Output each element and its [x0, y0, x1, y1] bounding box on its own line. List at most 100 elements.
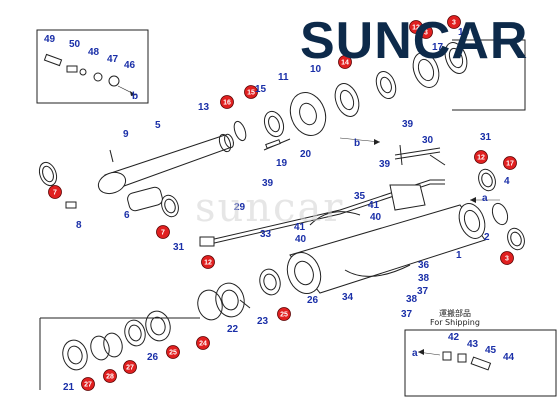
- inset-b-label: 50: [69, 39, 81, 50]
- highlight-marker: [277, 307, 291, 321]
- highlighted-part-label: 28: [103, 369, 117, 383]
- inset-b-label: 47: [107, 54, 119, 65]
- highlighted-part-label: 24: [196, 336, 210, 350]
- highlight-number: 28: [106, 374, 114, 381]
- highlight-number: 14: [341, 60, 349, 67]
- highlight-number: 7: [53, 190, 57, 197]
- highlight-marker: [123, 360, 137, 374]
- part-label: 26: [147, 352, 159, 363]
- part-label: 9: [123, 129, 129, 140]
- shipping-note: 運搬部品 For Shipping: [430, 309, 480, 327]
- highlighted-part-label: 3: [447, 15, 461, 29]
- highlighted-part-label: 17: [503, 156, 517, 170]
- highlighted-part-label: 25: [166, 345, 180, 359]
- part-labels-layer: 3121516314177712123252425272827591315111…: [44, 15, 517, 393]
- part-label: 37: [401, 309, 413, 320]
- brand-logo-text: SUNCAR: [300, 12, 529, 70]
- highlight-number: 12: [477, 155, 485, 162]
- inset-a-parts: [417, 349, 492, 371]
- highlight-number: 3: [452, 20, 456, 27]
- inset-b-parts: [43, 53, 137, 96]
- highlight-number: 25: [169, 350, 177, 357]
- inset-box-a: [404, 329, 557, 397]
- part-label: 31: [480, 132, 492, 143]
- highlight-marker: [500, 251, 514, 265]
- part-label: 39: [379, 159, 391, 170]
- inset-b-label: 49: [44, 34, 56, 45]
- part-label: 40: [295, 234, 307, 245]
- inset-b-label: 46: [124, 60, 136, 71]
- part-label: 33: [260, 229, 272, 240]
- highlighted-part-label: 12: [201, 255, 215, 269]
- piston-rod: [97, 133, 234, 195]
- part-label: 38: [406, 294, 418, 305]
- inset-a-label: 43: [467, 339, 479, 350]
- part-label: 30: [422, 135, 434, 146]
- part-label: 37: [417, 286, 429, 297]
- part-label: 19: [276, 158, 288, 169]
- part-label: b: [354, 138, 360, 149]
- highlighted-part-label: 27: [81, 377, 95, 391]
- highlighted-part-label: 25: [277, 307, 291, 321]
- highlight-number: 15: [247, 90, 255, 97]
- brand-logo: SUNCAR: [300, 6, 558, 76]
- highlighted-part-label: 16: [220, 95, 234, 109]
- highlighted-part-label: 3: [419, 25, 433, 39]
- part-label: 29: [234, 202, 246, 213]
- part-label: 38: [418, 273, 430, 284]
- part-label: 34: [342, 292, 354, 303]
- part-label: 22: [227, 324, 239, 335]
- inset-a-label: 45: [485, 345, 497, 356]
- part-label: 13: [198, 102, 210, 113]
- shipping-note-en: For Shipping: [430, 318, 480, 327]
- part-label: 6: [124, 210, 130, 221]
- inset-box-b: [36, 29, 149, 104]
- highlight-number: 27: [84, 382, 92, 389]
- part-label: 15: [255, 84, 267, 95]
- highlight-marker: [419, 25, 433, 39]
- highlight-marker: [81, 377, 95, 391]
- part-label: 14: [458, 27, 470, 38]
- highlighted-part-label: 14: [338, 55, 352, 69]
- top-right-frame: [452, 39, 526, 111]
- highlight-number: 27: [126, 365, 134, 372]
- part-label: 41: [368, 200, 380, 211]
- highlight-number: 24: [199, 341, 207, 348]
- part-label: 20: [300, 149, 312, 160]
- highlighted-part-label: 7: [156, 225, 170, 239]
- part-label: 31: [173, 242, 185, 253]
- rod-head-rings: [233, 42, 468, 151]
- part-label: 17: [432, 42, 444, 53]
- pipe-and-bands: [199, 137, 500, 277]
- highlight-number: 7: [161, 230, 165, 237]
- highlight-number: 17: [506, 161, 514, 168]
- part-label: 39: [402, 119, 414, 130]
- highlight-number: 12: [412, 25, 420, 32]
- highlighted-part-label: 15: [244, 85, 258, 99]
- part-label: 5: [155, 120, 161, 131]
- inset-a-label: 42: [448, 332, 460, 343]
- cylinder-tube: [286, 168, 525, 294]
- highlight-marker: [166, 345, 180, 359]
- highlight-number: 16: [223, 100, 231, 107]
- highlight-marker: [244, 85, 258, 99]
- highlight-marker: [220, 95, 234, 109]
- part-label: a: [482, 193, 488, 204]
- part-label: 2: [484, 232, 490, 243]
- part-label: 36: [418, 260, 430, 271]
- highlighted-part-label: 12: [474, 150, 488, 164]
- inset-b-label: 48: [88, 47, 100, 58]
- highlight-number: 3: [424, 30, 428, 37]
- highlight-number: 12: [204, 260, 212, 267]
- highlight-marker: [156, 225, 170, 239]
- part-label: 23: [257, 316, 269, 327]
- part-label: 8: [76, 220, 82, 231]
- watermark-text: suncar: [195, 185, 345, 231]
- highlighted-part-label: 3: [500, 251, 514, 265]
- highlight-marker: [103, 369, 117, 383]
- left-parts: [38, 149, 179, 218]
- shipping-note-jp: 運搬部品: [438, 309, 471, 318]
- bottom-rings: [39, 268, 281, 390]
